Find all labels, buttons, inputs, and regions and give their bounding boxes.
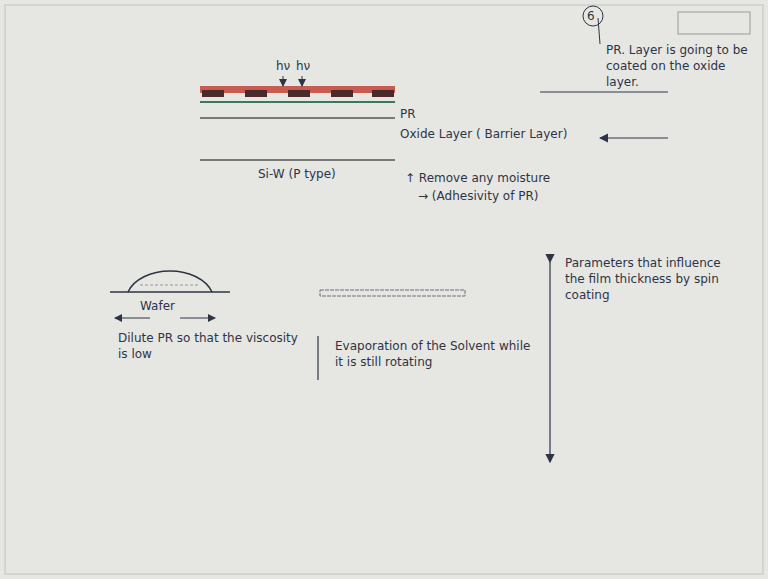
- note: Parameters that influence the film thick…: [565, 255, 725, 304]
- note: ↑ Remove any moisture: [405, 170, 585, 186]
- photon-label: hν: [276, 58, 296, 74]
- layer-label: PR: [400, 106, 440, 122]
- note: → (Adhesivity of PR): [418, 188, 588, 204]
- layer-label: Oxide Layer ( Barrier Layer): [400, 126, 585, 142]
- photon-label: hν: [296, 58, 316, 74]
- note: PR. Layer is going to be coated on the o…: [606, 42, 756, 91]
- callout-number: 6: [587, 8, 601, 24]
- layer-label: Si-W (P type): [258, 166, 388, 182]
- part-label: Wafer: [140, 298, 200, 314]
- note: Evaporation of the Solvent while it is s…: [335, 338, 540, 370]
- note: Dilute PR so that the viscosity is low: [118, 330, 303, 362]
